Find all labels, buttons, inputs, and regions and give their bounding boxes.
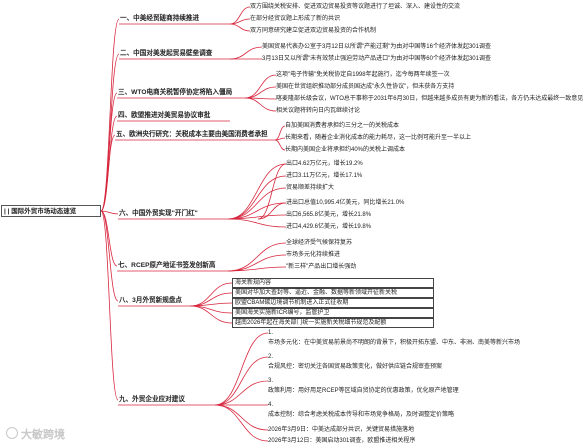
b3-leaf-4: 相关议题将转向日内瓦继续讨论: [276, 108, 361, 114]
leaf-connector-5-1: [227, 163, 287, 220]
branch-8-label: 八、3月外贸新规盘点: [119, 297, 183, 304]
b8-leaf-5: 越南2026年起在海关部门统一实施新关税细节规范及配额: [232, 318, 434, 328]
leaf-connector-2-1: [229, 46, 263, 60]
branch-1-label: 一、中美经贸磋商持续推进: [120, 15, 200, 22]
watermark: 大敏跨境: [6, 426, 65, 442]
leaf-connector-3-2: [244, 86, 277, 99]
b8-leaf-3: 欧盟CBAM碳边境调节机制进入正式征收期: [232, 298, 434, 308]
b9-leaf-3: 政策利用：用好用足RCEP等区域自贸协定的优惠政策，优化原产地管理: [268, 388, 459, 394]
leaf-connector-3-1: [244, 74, 277, 99]
b2-leaf-2: 3月13日又以所谓"未有效禁止强迫劳动产品进口"为由对中国等60个经济体发起30…: [262, 56, 491, 62]
watermark-text: 大敏跨境: [21, 429, 65, 441]
b1-leaf-1: 双方围绕关税安排、促进双边贸易投资等议题进行了坦诚、深入、建设性的交流: [250, 4, 461, 10]
b6-leaf-1: 出口4.62万亿元，增长19.2%: [286, 161, 363, 167]
b9-leaf-5: 2026年3月9日：中美达成部分共识，关键贸易措施落地: [268, 427, 415, 433]
b9-num-2: 2.: [268, 354, 274, 360]
b8-leaf-1: 海关新规内容: [232, 278, 434, 288]
b2-leaf-1: 美国贸易代表办公室于3月12日以所谓"产能过剩"为由对中国等16个经济体发起30…: [262, 44, 491, 50]
leaf-connector-1-3: [229, 23, 251, 32]
b6-leaf-2: 进口3.11万亿元，增长17.1%: [286, 173, 363, 179]
leaf-connector-5-6: [227, 218, 287, 228]
leaf-connector-8-6: [214, 404, 269, 442]
b6-leaf-6: 进口4,429.6亿美元，增长19.8%: [286, 224, 372, 230]
b9-leaf-1: 市场多元化：在中美贸易前景尚不明朗的背景下，积极开拓东盟、中东、非洲、南美等新兴…: [268, 340, 521, 346]
root-node-marker: | |: [4, 208, 10, 215]
leaf-connector-5-2: [227, 175, 287, 220]
b9-leaf-4: 成本控制：综合考虑关税成本传导和市场竞争格局，及时调整定价策略: [268, 412, 455, 418]
b5-leaf-3: 长期内美国企业将承担约40%的关税上调成本: [285, 147, 406, 153]
root-to-branch-8-connector: [100, 210, 119, 302]
b9-leaf-2: 合规风控：密切关注各国贸易政策变化，做好供应链合规审查预案: [268, 364, 443, 370]
root-to-branch-9-connector: [100, 210, 119, 401]
branch-4-label: 四、欧盟推进对美贸易协议审批: [118, 112, 211, 119]
leaf-connector-3-4: [244, 97, 277, 112]
b7-leaf-1: 全球经济受气候保持复苏: [286, 240, 353, 246]
root-to-branch-1-connector: [100, 18, 120, 212]
leaf-connector-5-3: [227, 187, 287, 220]
b3-leaf-2: 美国在世贸组织推动部分成员国达成"永久性协议"，但未获各方支持: [276, 84, 455, 90]
root-node: | | 国际外贸市场动态速览: [1, 205, 101, 217]
branch-2-label: 二、中国对美发起贸易壁垒调查: [120, 50, 213, 57]
b6-leaf-4: 进出口总值10,995.4亿美元，同比增长21.0%: [286, 200, 405, 206]
leaf-connector-4-3: [274, 139, 286, 151]
leaf-connector-8-1: [214, 332, 269, 406]
b3-leaf-1: 这项"电子传输"免关税协定自1998年起施行，迄今每两年续签一次: [276, 72, 450, 78]
root-to-branch-7-connector: [100, 210, 118, 267]
leaf-connector-8-3: [214, 380, 269, 406]
b1-leaf-2: 在部分经贸议题上形成了新的共识: [250, 16, 341, 22]
branch-9-label: 九、外贸企业应对建议: [119, 396, 185, 403]
leaf-connector-8-5: [214, 404, 269, 431]
watermark-logo-icon: [6, 427, 18, 439]
b3-leaf-3: 喀麦隆部长级会议，WTO总干事称于2031年6月30日，但越来越多成员有更为新的…: [276, 96, 584, 102]
b7-leaf-3: "新三样"产品出口增长强劲: [286, 264, 357, 270]
leaf-connector-7-3: [189, 302, 233, 307]
leaf-connector-7-5: [189, 305, 233, 324]
b8-leaf-4: 美国海关实施新ICR编号，监管护卫: [232, 308, 434, 318]
b8-leaf-2: 美国对华加大查封等、逼近、金融、数据等新领域开征新关税: [232, 288, 434, 298]
branch-5-label: 五、欧洲央行研究：关税成本主要由美国消费者承担: [116, 131, 268, 138]
branch-6-label: 六、中国外贸实现"开门红": [119, 210, 198, 217]
b7-leaf-2: 市场多元化持续推进: [286, 252, 341, 258]
root-to-branch-3-connector: [100, 92, 118, 212]
b5-leaf-1: 自加美国消费者承担约三分之一的关税成本: [285, 123, 400, 129]
leaf-connector-6-3: [227, 266, 287, 272]
root-node-label: 国际外贸市场动态速览: [11, 208, 77, 215]
leaf-connector-7-4: [189, 305, 233, 314]
root-to-branch-6-connector: [100, 210, 119, 215]
b9-leaf-6: 2026年3月12日：美国启动301调查，欧盟推进相关程序: [268, 438, 416, 444]
b9-num-4: 4.: [268, 402, 274, 408]
leaf-connector-8-2: [214, 356, 269, 406]
b6-subgroup-connector-b: [257, 202, 287, 220]
b6-leaf-3: 贸易顺差持续扩大: [286, 185, 335, 191]
b1-leaf-3: 双方同意研究建立促进双边贸易投资的合作机制: [250, 28, 377, 34]
b6-subgroup-connector-a: [257, 163, 287, 220]
b9-num-3: 3.: [268, 378, 274, 384]
b6-leaf-5: 出口6,565.8亿美元，增长21.8%: [286, 212, 372, 218]
b9-num-1: 1.: [268, 330, 274, 336]
branch-3-label: 三、WTO电商关税暂停协定将陷入僵局: [118, 89, 233, 96]
root-to-branch-5-connector: [100, 134, 116, 212]
branch-7-label: 七、RCEP原产地证书签发创新高: [118, 262, 216, 269]
b5-leaf-2: 长期来看，随着企业消化成本的能力耗尽，这一比例可能升至一半以上: [285, 135, 472, 141]
leaf-connector-7-1: [189, 282, 233, 307]
